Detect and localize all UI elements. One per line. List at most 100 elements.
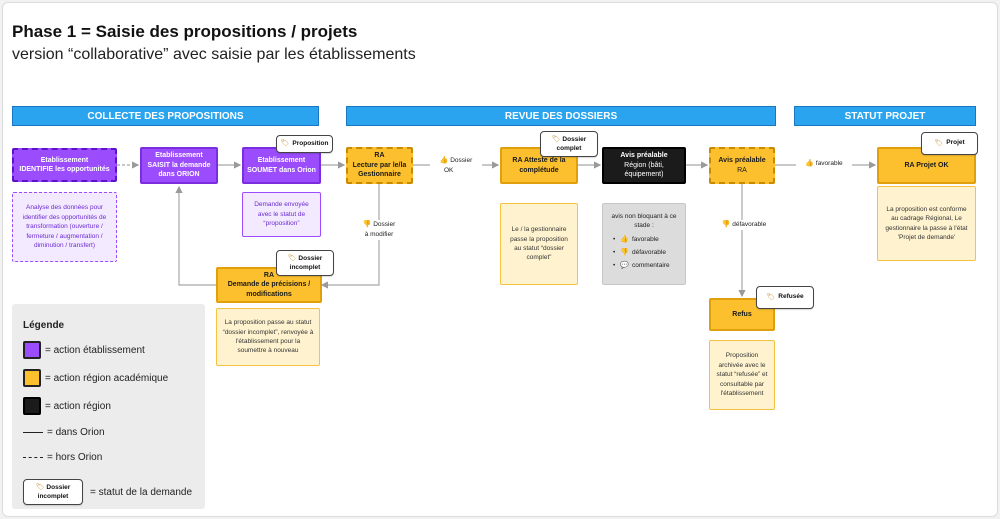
note-refusee: Proposition archivée avec le statut “ref… — [709, 340, 775, 410]
dashed-line-icon — [23, 457, 43, 458]
label-favorable: 👍 favorable — [796, 159, 852, 170]
swatch-purple — [23, 341, 41, 359]
node-line: SOUMET dans Orion — [247, 166, 316, 174]
note-projet-conforme: La proposition est conforme au cadrage R… — [877, 186, 976, 261]
node-line: Avis préalable — [718, 157, 766, 165]
note-dossier-incomplet: La proposition passe au statut “dossier … — [216, 308, 320, 366]
node-demande-precisions: RA Demande de précisions /modifications — [216, 267, 322, 303]
node-line: complétude — [519, 166, 559, 174]
node-line: SAISIT la demande — [147, 161, 211, 169]
label-text: Dossier — [450, 157, 473, 164]
page-subtitle: version “collaborative” avec saisie par … — [12, 46, 416, 63]
tag-label: Proposition — [292, 139, 329, 147]
node-line: Avis préalable — [620, 152, 668, 160]
header-statut: STATUT PROJET — [794, 106, 976, 126]
tag-label: Dossier — [562, 136, 587, 144]
tag-label: complet — [556, 144, 582, 152]
thumbs-up-icon: 👍 — [620, 235, 629, 243]
label-dossier-modifier: 👎 Dossier à modifier — [356, 220, 402, 240]
legend-text: = statut de la demande — [90, 486, 193, 498]
tag-icon: 🏷 — [551, 136, 561, 144]
thumbs-up-icon: 👍 — [439, 157, 449, 164]
swatch-orange — [23, 369, 41, 387]
node-line: Gestionnaire — [358, 171, 401, 179]
legend-dashed: = hors Orion — [23, 452, 102, 463]
opt-label: favorable — [632, 236, 659, 244]
label-text: Dossier — [373, 221, 396, 228]
label-text: OK — [444, 167, 454, 175]
node-line: RA — [737, 166, 747, 174]
legend-text: = dans Orion — [47, 427, 105, 438]
legend-text: = action région — [45, 400, 111, 412]
arrow-n9-n2 — [175, 185, 216, 286]
node-line: Refus — [732, 310, 752, 318]
label-text: défavorable — [732, 221, 767, 228]
node-line: équipement) — [624, 171, 664, 179]
node-line: RA Atteste de la — [512, 157, 566, 165]
arrow-n4-n9 — [320, 184, 380, 289]
tag-icon: 🏷 — [280, 140, 290, 148]
legend-title: Légende — [23, 320, 65, 331]
legend-black: = action région — [23, 397, 111, 415]
node-line: RA — [374, 152, 385, 160]
swatch-black — [23, 397, 41, 415]
tag-label: Projet — [946, 139, 965, 147]
node-line: IDENTIFIE les opportunités — [19, 166, 110, 173]
legend: Légende = action établissement = action … — [12, 304, 205, 509]
tag-label: incomplet — [37, 492, 69, 500]
tag-label: Refusée — [778, 293, 804, 301]
tag-label: Dossier — [298, 255, 323, 263]
label-dossier-ok: 👍 Dossier OK — [430, 156, 482, 176]
legend-solid: = dans Orion — [23, 427, 105, 438]
note-avis-non-bloquant: avis non bloquant à ce stade : 👍favorabl… — [602, 203, 686, 285]
label-text: favorable — [815, 160, 843, 167]
tag-refusee: 🏷Refusée — [756, 286, 814, 309]
note-dossier-complet: Le / la gestionnaire passe la propositio… — [500, 203, 578, 285]
note-demande-envoyee: Demande envoyée avec le statut de “propo… — [242, 192, 321, 237]
header-revue: REVUE DES DOSSIERS — [346, 106, 776, 126]
node-line: Etablissement — [155, 152, 203, 160]
node-line: modifications — [246, 290, 292, 298]
tag-proposition: 🏷Proposition — [276, 135, 333, 153]
thumbs-down-icon: 👎 — [362, 221, 372, 228]
label-text: à modifier — [364, 231, 394, 239]
node-line: dans ORION — [158, 171, 200, 179]
thumbs-up-icon: 👍 — [805, 160, 815, 167]
tag-icon: 🏷 — [35, 484, 45, 492]
thumbs-down-icon: 👎 — [721, 221, 731, 228]
node-line: Demande de précisions / — [227, 281, 311, 289]
tag-icon: 🏷 — [766, 293, 776, 301]
legend-purple: = action établissement — [23, 341, 145, 359]
label-defavorable: 👎 défavorable — [718, 220, 770, 231]
opt-label: défavorable — [632, 249, 666, 257]
node-line: Etablissement — [40, 156, 89, 164]
node-line: Etablissement — [257, 157, 306, 165]
node-avis-ra: Avis préalable RA — [709, 147, 775, 184]
note-analyse: Analyse des données pour identifier des … — [12, 192, 117, 262]
note-title: avis non bloquant à ce stade : — [611, 213, 677, 230]
legend-orange: = action région académique — [23, 369, 168, 387]
tag-label: incomplet — [289, 263, 321, 271]
tag-label: Dossier — [46, 484, 71, 492]
page-title: Phase 1 = Saisie des propositions / proj… — [12, 22, 358, 41]
opt-commentaire: 💬commentaire — [613, 261, 677, 271]
comment-icon: 💬 — [620, 262, 629, 270]
legend-text: = action région académique — [45, 372, 169, 384]
opt-label: commentaire — [632, 262, 670, 270]
node-line: Région (bâti, — [624, 161, 664, 169]
header-collecte: COLLECTE DES PROPOSITIONS — [12, 106, 319, 126]
tag-icon: 🏷 — [934, 139, 944, 147]
opt-favorable: 👍favorable — [613, 235, 677, 245]
legend-text: = hors Orion — [47, 452, 103, 463]
node-line: RA — [263, 271, 275, 279]
node-line: RA Projet OK — [904, 161, 949, 169]
